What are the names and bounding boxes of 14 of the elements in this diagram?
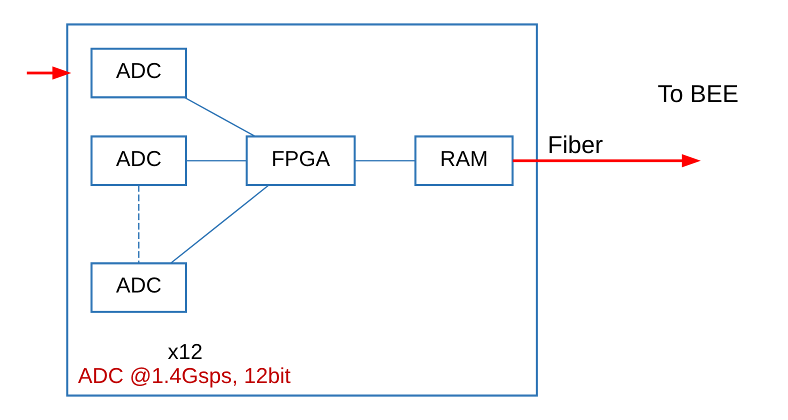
connector xyxy=(184,96,256,138)
node-box: ADC xyxy=(90,262,186,313)
arrow xyxy=(512,154,700,168)
connector xyxy=(354,160,415,162)
node-box: ADC xyxy=(90,135,186,186)
node-box: ADC xyxy=(90,48,186,98)
connector xyxy=(170,184,269,264)
arrow xyxy=(26,66,71,80)
connector xyxy=(186,160,246,162)
edge-label: Fiber xyxy=(547,132,603,160)
connector xyxy=(138,185,139,263)
node-box: RAM xyxy=(414,135,514,186)
label: To BEE xyxy=(657,80,738,108)
node-box: FPGA xyxy=(245,135,356,186)
